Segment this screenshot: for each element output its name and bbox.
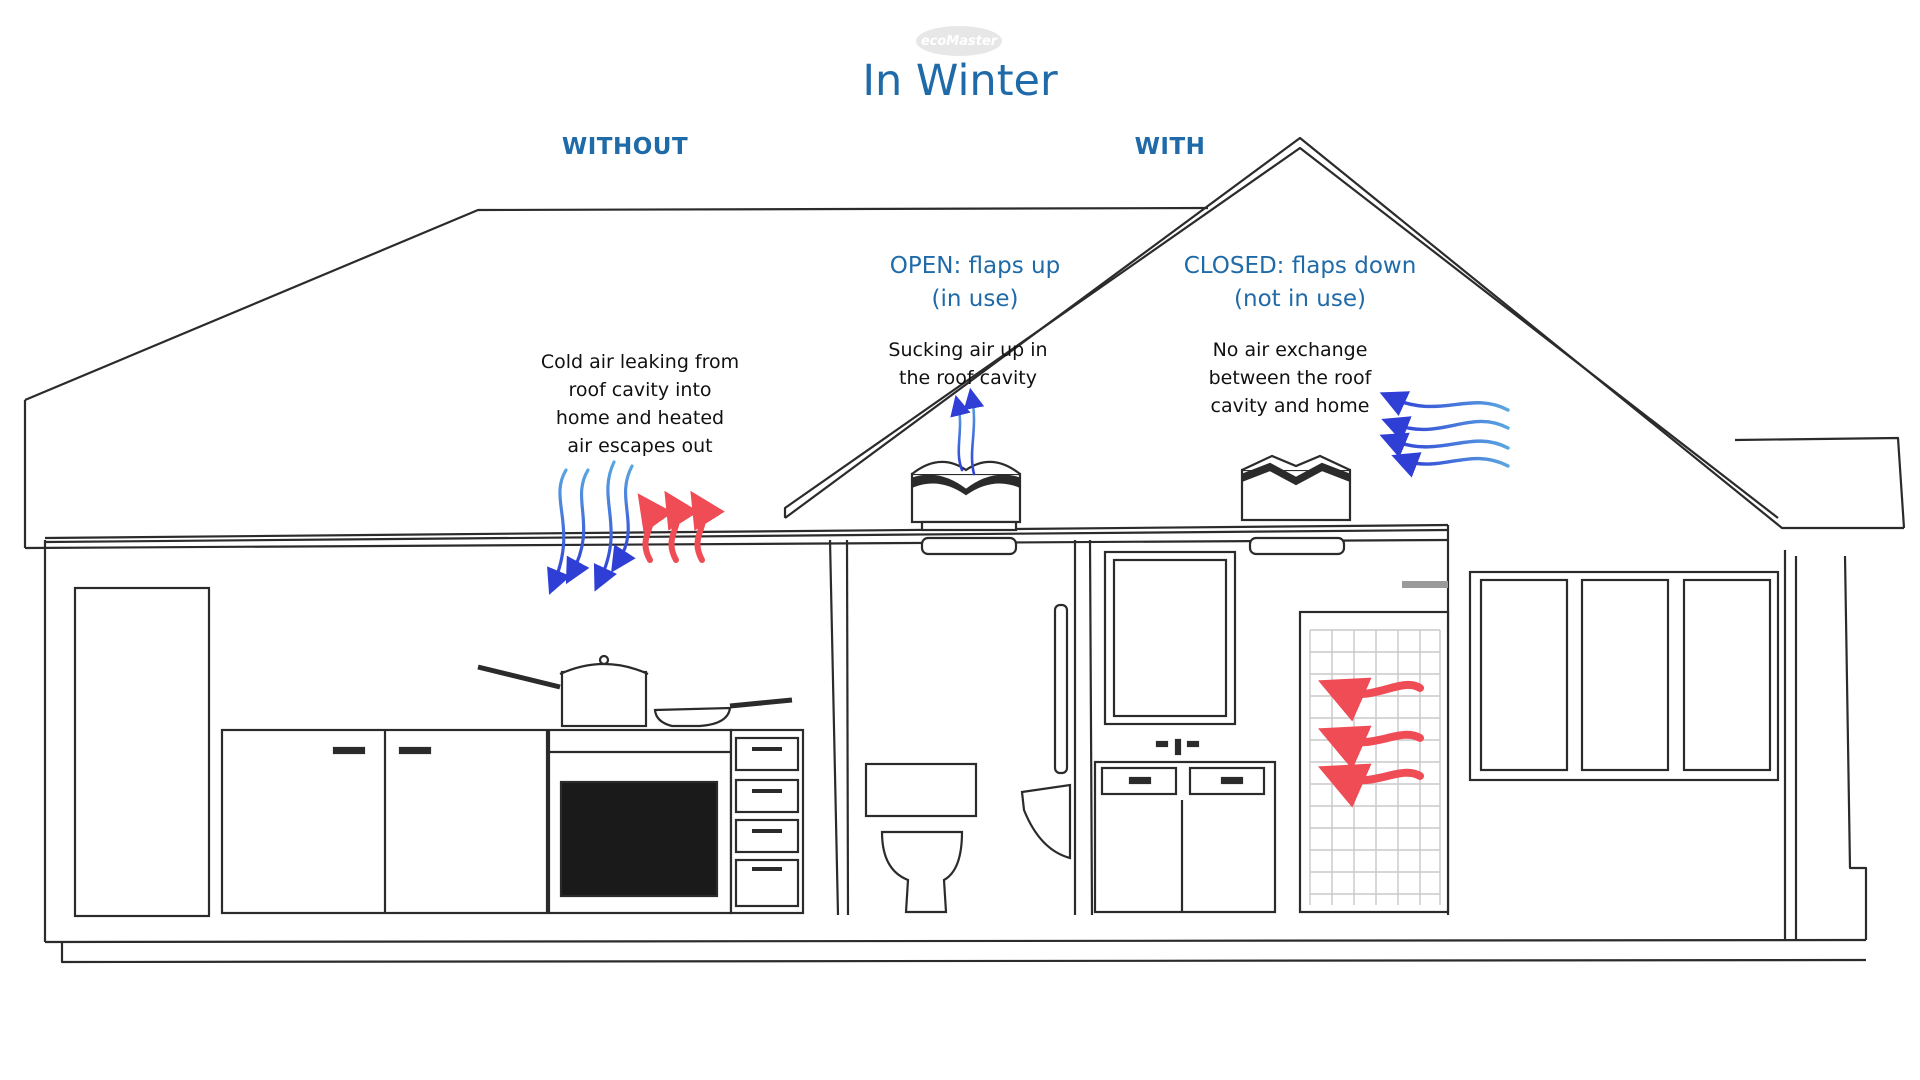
vent-open-line2: (in use)	[931, 286, 1019, 312]
caption-sucking: Sucking air up in the roof cavity	[860, 336, 1076, 392]
vent-closed-line1: CLOSED: flaps down	[1183, 253, 1417, 279]
frying-pan	[653, 706, 732, 728]
caption-line: Cold air leaking from	[540, 351, 740, 373]
caption-line: between the roof	[1208, 367, 1372, 389]
cold-air-arrow-icon	[547, 460, 636, 595]
caption-line: No air exchange	[1212, 339, 1368, 361]
bathroom	[1093, 536, 1450, 914]
caption-line: the roof cavity	[899, 367, 1037, 389]
ecomaster-logo: ecoMaster	[916, 26, 1002, 56]
heat-retained-arrows	[1318, 677, 1424, 808]
caption-line: roof cavity into	[568, 379, 712, 401]
cistern	[864, 762, 978, 818]
caption-line: home and heated	[555, 407, 725, 429]
vent-closed-heading: CLOSED: flaps down (not in use)	[1160, 250, 1440, 316]
caption-no-exchange: No air exchange between the roof cavity …	[1180, 336, 1400, 420]
vent-airflow-arrows	[950, 387, 985, 476]
toilet-room	[864, 536, 1072, 914]
caption-line: Sucking air up in	[888, 339, 1048, 361]
vent-open-icon	[910, 460, 1022, 532]
logo-text: ecoMaster	[920, 33, 998, 49]
kitchen	[73, 586, 805, 918]
roof-gable	[783, 136, 1906, 530]
vent-closed-icon	[1240, 454, 1352, 522]
vent-open-line1: OPEN: flaps up	[889, 253, 1061, 279]
pan-handle	[477, 664, 561, 690]
warm-air-arrow-icon	[637, 490, 725, 563]
page-title: In Winter	[862, 56, 1058, 106]
vent-open-heading: OPEN: flaps up (in use)	[860, 250, 1090, 316]
roof-cavity-cold-air	[1379, 391, 1510, 478]
basin	[1020, 783, 1072, 860]
roof-main	[23, 206, 1449, 550]
label-without: WITHOUT	[561, 134, 689, 160]
vent-closed-line2: (not in use)	[1234, 286, 1366, 312]
toilet-bowl	[880, 830, 964, 914]
towel-rail	[1053, 603, 1069, 775]
windows	[1468, 570, 1780, 782]
fridge	[73, 586, 211, 918]
caption-line: cavity and home	[1210, 395, 1370, 417]
pot	[560, 670, 648, 728]
label-with: WITH	[1134, 134, 1206, 160]
caption-line: air escapes out	[567, 435, 713, 457]
caption-cold-air: Cold air leaking from roof cavity into h…	[510, 348, 770, 460]
